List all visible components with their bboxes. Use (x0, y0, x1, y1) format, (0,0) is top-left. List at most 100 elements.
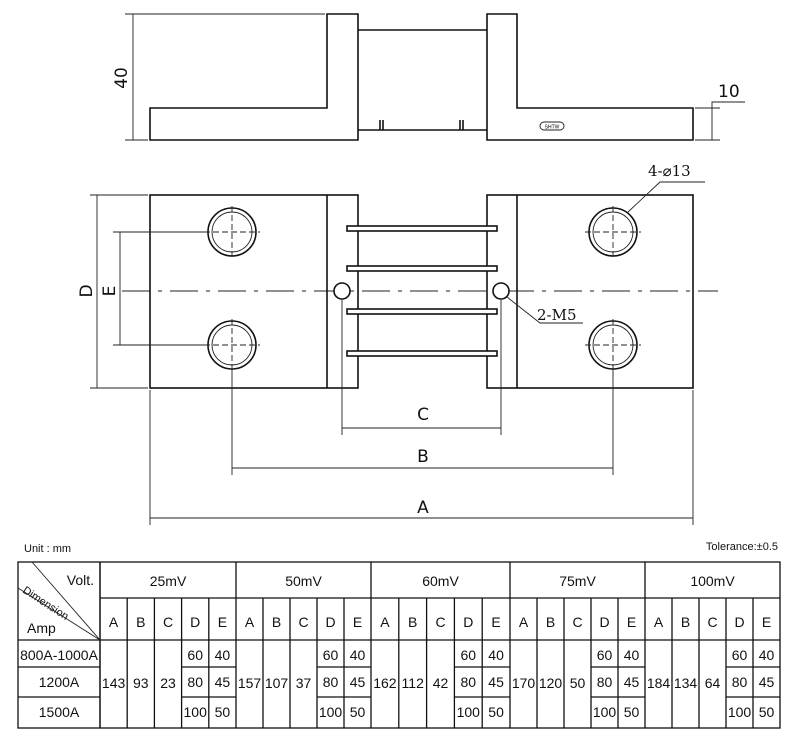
dimension-header: C (572, 614, 582, 630)
dim-lines-d-e (90, 194, 208, 389)
dimension-header: D (190, 614, 200, 630)
dim-label-e: E (100, 286, 120, 297)
volt-header: 60mV (422, 573, 459, 589)
dim-line-10 (695, 101, 745, 141)
amp-label: 800A-1000A (20, 647, 99, 663)
dimension-value-d: 100 (319, 704, 343, 720)
volt-header: 50mV (285, 573, 322, 589)
dimension-value-a: 157 (238, 675, 262, 691)
dimension-header: D (734, 614, 744, 630)
dimension-header: B (408, 614, 417, 630)
dimension-value-d: 60 (461, 647, 477, 663)
holes-leader (627, 181, 705, 213)
logo-text: SHTW (545, 125, 560, 131)
right-terminal-side (486, 13, 694, 141)
dimension-value-d: 80 (461, 674, 477, 690)
dimension-header: C (298, 614, 308, 630)
corner-volt: Volt. (67, 572, 94, 588)
dimension-value-e: 40 (759, 647, 775, 663)
dimension-value-e: 40 (350, 647, 366, 663)
resistor-plates-side (358, 29, 487, 131)
dimension-header: E (627, 614, 636, 630)
corner-dimension: Dimension (20, 584, 70, 622)
dimension-value-e: 50 (759, 704, 775, 720)
dimension-value-c: 37 (296, 675, 312, 691)
holes-label: 4-⌀13 (648, 162, 691, 180)
dimension-value-d: 60 (597, 647, 613, 663)
right-terminal (486, 194, 694, 389)
left-terminal (149, 194, 359, 389)
corner-amp: Amp (27, 620, 56, 636)
dimension-value-e: 50 (624, 704, 640, 720)
volt-header: 25mV (150, 573, 187, 589)
dimension-value-e: 50 (350, 704, 366, 720)
dimension-value-d: 80 (732, 674, 748, 690)
dim-label-a: A (417, 498, 429, 518)
dimension-value-e: 45 (624, 674, 640, 690)
amp-label: 1500A (39, 704, 80, 720)
dimension-header: E (353, 614, 362, 630)
dimension-value-d: 60 (732, 647, 748, 663)
dimension-value-d: 80 (597, 674, 613, 690)
dimension-header: C (435, 614, 445, 630)
dimension-table: Unit : mm Tolerance:±0.5 Volt. Dimension… (17, 541, 781, 729)
dimension-header: E (218, 614, 227, 630)
dimension-value-a: 184 (647, 675, 671, 691)
dimension-value-d: 100 (593, 704, 617, 720)
corner-diagonals (17, 561, 101, 641)
dimension-header: A (245, 614, 255, 630)
dim-label-10: 10 (718, 82, 740, 102)
dimension-value-c: 50 (570, 675, 586, 691)
dimension-value-d: 60 (187, 647, 203, 663)
dimension-header: B (272, 614, 281, 630)
dim-line-40 (125, 13, 325, 141)
dim-label-40: 40 (112, 67, 132, 89)
screws-label: 2-M5 (537, 306, 577, 324)
dimension-header: D (599, 614, 609, 630)
dimension-value-e: 45 (488, 674, 504, 690)
screw-holes (333, 282, 510, 300)
dim-label-c: C (417, 405, 429, 425)
logo-mark (539, 121, 565, 131)
dimension-value-a: 170 (512, 675, 536, 691)
dimension-value-c: 64 (705, 675, 721, 691)
unit-label: Unit : mm (24, 543, 71, 555)
dimension-value-e: 40 (624, 647, 640, 663)
dimension-header: D (325, 614, 335, 630)
top-view: SHTW 40 10 (112, 13, 745, 141)
dimension-header: B (546, 614, 555, 630)
dim-lines-a-b-c (149, 300, 694, 525)
left-terminal-side (149, 13, 359, 141)
dimension-value-e: 50 (488, 704, 504, 720)
front-view: 4-⌀13 2-M5 D E C B A (77, 162, 718, 525)
dimension-value-b: 112 (402, 675, 425, 691)
dimension-value-d: 100 (184, 704, 208, 720)
dimension-value-d: 60 (323, 647, 339, 663)
dimension-value-b: 120 (539, 675, 563, 691)
dimension-value-e: 40 (215, 647, 231, 663)
dimension-header: B (681, 614, 690, 630)
tolerance-label: Tolerance:±0.5 (706, 541, 778, 553)
dimension-value-c: 42 (433, 675, 449, 691)
screws-leader (506, 296, 583, 324)
dimension-header: E (491, 614, 500, 630)
dimension-value-e: 40 (488, 647, 504, 663)
dimension-value-e: 45 (350, 674, 366, 690)
dimension-value-d: 100 (728, 704, 752, 720)
dim-label-b: B (417, 447, 429, 467)
dimension-value-e: 45 (215, 674, 231, 690)
dimension-value-b: 107 (265, 675, 289, 691)
dimension-value-c: 23 (160, 675, 176, 691)
resistor-plates (346, 225, 498, 357)
dimension-header: C (163, 614, 173, 630)
amp-label: 1200A (39, 674, 80, 690)
dimension-value-b: 93 (133, 675, 149, 691)
dimension-value-e: 50 (215, 704, 231, 720)
dimension-value-a: 162 (373, 675, 397, 691)
dim-label-d: D (77, 284, 97, 297)
dimension-header: B (136, 614, 145, 630)
dimension-value-b: 134 (674, 675, 698, 691)
dimension-header: A (109, 614, 119, 630)
volt-header: 100mV (690, 573, 735, 589)
